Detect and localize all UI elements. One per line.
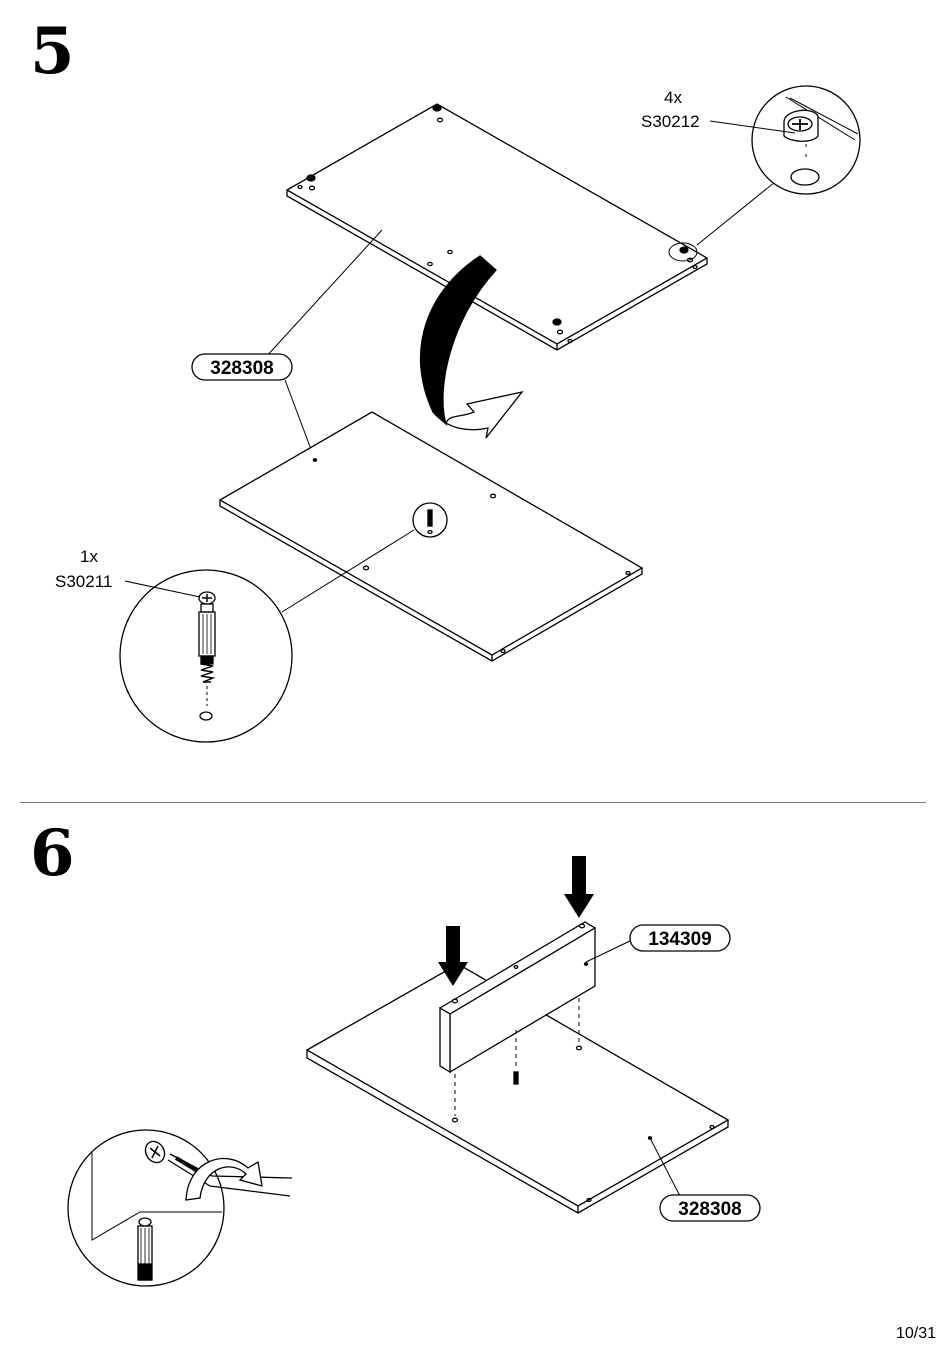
part-label-328308: 328308 bbox=[192, 354, 292, 380]
svg-text:134309: 134309 bbox=[648, 929, 711, 950]
screwdriver-detail bbox=[68, 1130, 292, 1286]
part-label-328308-step6: 328308 bbox=[660, 1195, 760, 1221]
svg-text:328308: 328308 bbox=[678, 1199, 741, 1220]
hardware-quantity-4x: 4x bbox=[664, 88, 682, 107]
part-label-134309: 134309 bbox=[630, 925, 730, 951]
hardware-quantity-1x: 1x bbox=[80, 547, 98, 566]
hardware-code-S30211: S30211 bbox=[55, 572, 112, 591]
hardware-code-S30212: S30212 bbox=[641, 112, 700, 131]
svg-text:328308: 328308 bbox=[210, 358, 273, 379]
page-number: 10/31 bbox=[896, 1325, 936, 1343]
cam-lock-detail bbox=[697, 86, 860, 245]
upper-panel-328308 bbox=[287, 104, 707, 350]
